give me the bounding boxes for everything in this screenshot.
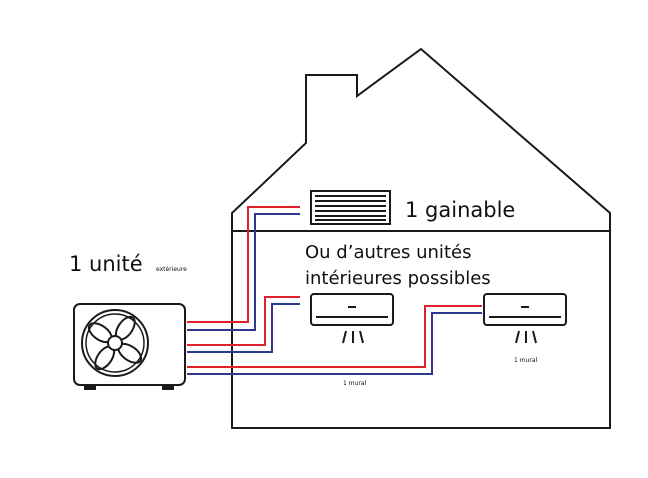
fan-icon xyxy=(81,309,149,377)
wall-ac-icon xyxy=(483,293,567,344)
pipes-wall-unit-1 xyxy=(187,296,300,353)
pipes-wall-unit-2 xyxy=(187,305,482,375)
pipes-ducted-unit xyxy=(187,206,300,331)
house-outline xyxy=(231,47,611,429)
ducted-unit-label: 1 gainable xyxy=(405,198,515,222)
wall-ac-icon xyxy=(310,293,394,344)
wall-unit-1 xyxy=(310,293,394,344)
wall-unit-2 xyxy=(483,293,567,344)
ducted-unit xyxy=(310,190,391,225)
outdoor-unit xyxy=(73,303,186,390)
wall-unit-1-label: 1 mural xyxy=(343,380,367,387)
outdoor-unit-sublabel: extérieure xyxy=(156,266,187,273)
other-units-label-line1: Ou d’autres unités xyxy=(305,242,471,263)
outdoor-unit-label: 1 unité xyxy=(69,252,143,276)
other-units-label-line2: intérieures possibles xyxy=(305,268,491,289)
wall-unit-2-label: 1 mural xyxy=(514,357,538,364)
vent-grille-icon xyxy=(310,190,391,225)
